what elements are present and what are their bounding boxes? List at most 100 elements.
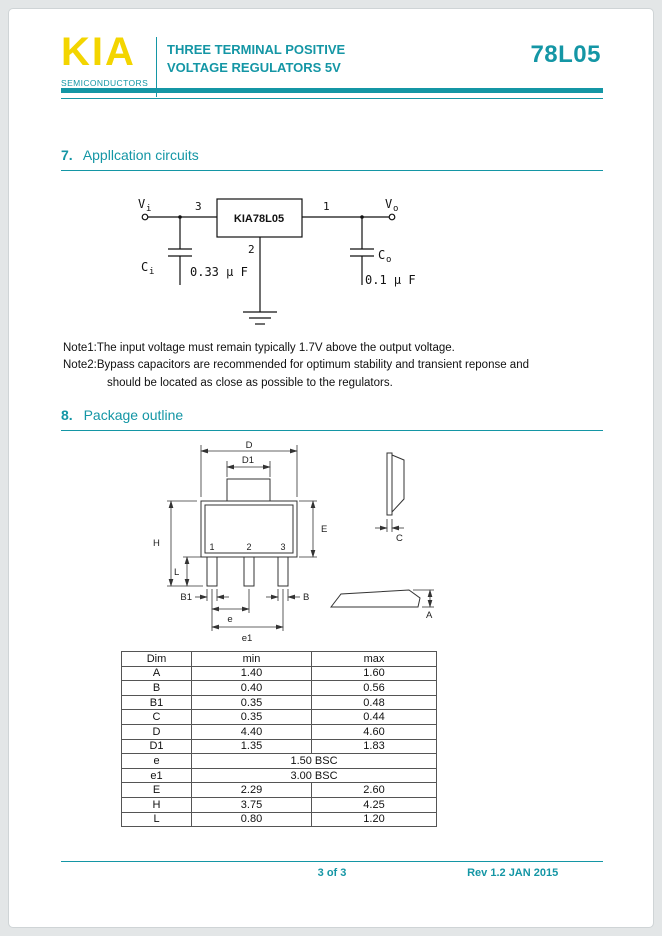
dim-label-c: C	[396, 533, 403, 544]
dim-label-d: D	[246, 440, 253, 451]
package-lead-3	[277, 556, 289, 587]
side-tab	[386, 452, 393, 516]
vout-label: V	[385, 197, 392, 211]
min-cell: 3.75	[191, 796, 312, 813]
min-cell: 0.80	[191, 811, 312, 828]
max-cell: 0.44	[311, 709, 437, 725]
max-cell: 1.83	[311, 738, 437, 755]
package-pin-3-label: 3	[280, 542, 285, 552]
part-number: 78L05	[530, 41, 601, 68]
package-pin-2-label: 2	[246, 542, 251, 552]
min-cell: 2.29	[191, 782, 312, 798]
cout-value: 0.1 μ F	[365, 273, 416, 287]
revision-info: Rev 1.2 JAN 2015	[467, 867, 559, 879]
chip-label: KIA78L05	[234, 213, 284, 225]
dim-cell: C	[121, 709, 192, 725]
section-application-title: Appllcation circuits	[82, 147, 199, 163]
col-header-max: max	[311, 651, 437, 667]
brand-logo-text: KIA	[61, 30, 136, 74]
dim-label-b1: B1	[180, 592, 192, 603]
table-row: e 1.50 BSC	[121, 753, 437, 769]
dim-cell: D	[121, 723, 192, 740]
package-tab	[226, 478, 271, 502]
application-circuit-diagram: KIA78L05 3 1 2 V i V o C i 0.33 μ F C o …	[97, 187, 437, 342]
span-cell: 3.00 BSC	[191, 767, 437, 784]
table-row: e1 3.00 BSC	[121, 767, 437, 784]
package-outline-drawing: D D1 H L E B1 B e e1 C A 1 2 3	[141, 439, 481, 656]
package-pin-1-label: 1	[209, 542, 214, 552]
table-row: D1 1.35 1.83	[121, 738, 437, 755]
table-row: B 0.40 0.56	[121, 680, 437, 696]
dim-label-e1: e1	[242, 633, 253, 644]
table-row: B1 0.35 0.48	[121, 694, 437, 711]
table-row: E 2.29 2.60	[121, 782, 437, 798]
dim-label-b: B	[303, 592, 309, 603]
note-2: Note2:Bypass capacitors are recommended …	[63, 359, 529, 372]
dim-cell: E	[121, 782, 192, 798]
max-cell: 1.20	[311, 811, 437, 828]
min-cell: 1.40	[191, 665, 312, 682]
section-application-heading: 7. Appllcation circuits	[61, 147, 603, 171]
header-rule-thin	[61, 98, 603, 99]
dim-label-a: A	[426, 610, 433, 621]
datasheet-page: KIA SEMICONDUCTORS THREE TERMINAL POSITI…	[8, 8, 654, 928]
dim-label-d1: D1	[242, 455, 254, 466]
notes: Note1:The input voltage must remain typi…	[63, 340, 529, 392]
vin-label: V	[138, 197, 145, 211]
dimension-lines	[167, 445, 434, 631]
profile-body	[329, 589, 421, 608]
dimension-table: Dim min max A 1.40 1.60 B 0.40 0.56 B1 0…	[121, 651, 437, 828]
vout-label-sub: o	[393, 204, 398, 214]
max-cell: 0.56	[311, 680, 437, 696]
page-footer: 3 of 3 Rev 1.2 JAN 2015	[61, 861, 603, 879]
max-cell: 4.60	[311, 723, 437, 740]
vin-label-sub: i	[146, 204, 151, 214]
col-header-min: min	[191, 651, 312, 667]
dim-cell: B1	[121, 694, 192, 711]
dim-cell: B	[121, 680, 192, 696]
table-row: C 0.35 0.44	[121, 709, 437, 725]
pin-3-label: 3	[195, 200, 202, 213]
dim-cell: D1	[121, 738, 192, 755]
circuit-wires	[141, 198, 396, 325]
min-cell: 1.35	[191, 738, 312, 755]
max-cell: 4.25	[311, 796, 437, 813]
document-title-line1: THREE TERMINAL POSITIVE	[167, 42, 346, 57]
section-application-number: 7.	[61, 147, 73, 163]
vin-terminal	[141, 213, 149, 221]
min-cell: 0.35	[191, 694, 312, 711]
table-header-row: Dim min max	[121, 651, 437, 667]
document-title-line2: VOLTAGE REGULATORS 5V	[167, 59, 341, 75]
dim-cell: L	[121, 811, 192, 828]
dim-cell: H	[121, 796, 192, 813]
header-divider	[156, 37, 157, 97]
dim-cell: A	[121, 665, 192, 682]
cout-label-sub: o	[386, 255, 391, 265]
min-cell: 4.40	[191, 723, 312, 740]
cout-label: C	[378, 248, 385, 262]
section-package-heading: 8. Package outline	[61, 407, 603, 431]
cin-label: C	[141, 260, 148, 274]
package-side-view	[329, 452, 421, 608]
dim-label-e-pitch: e	[227, 614, 232, 625]
brand-logo: KIA SEMICONDUCTORS	[61, 30, 603, 88]
note-1: Note1:The input voltage must remain typi…	[63, 342, 455, 354]
cin-value: 0.33 μ F	[190, 265, 248, 279]
min-cell: 0.40	[191, 680, 312, 696]
dim-label-e-upper: E	[321, 524, 327, 535]
dim-cell: e	[121, 753, 192, 769]
dim-label-l: L	[174, 567, 179, 578]
min-cell: 0.35	[191, 709, 312, 725]
package-front-view	[200, 478, 298, 587]
brand-logo-subtitle: SEMICONDUCTORS	[61, 78, 149, 88]
dim-cell: e1	[121, 767, 192, 784]
max-cell: 2.60	[311, 782, 437, 798]
document-title: THREE TERMINAL POSITIVE VOLTAGE REGULATO…	[167, 41, 345, 76]
vout-terminal	[388, 213, 396, 221]
footer-spacer	[61, 867, 242, 879]
section-package-title: Package outline	[83, 407, 184, 423]
table-row: H 3.75 4.25	[121, 796, 437, 813]
section-package-number: 8.	[61, 407, 73, 423]
note-2-continued: should be located as close as possible t…	[107, 376, 393, 389]
package-lead-1	[206, 556, 218, 587]
